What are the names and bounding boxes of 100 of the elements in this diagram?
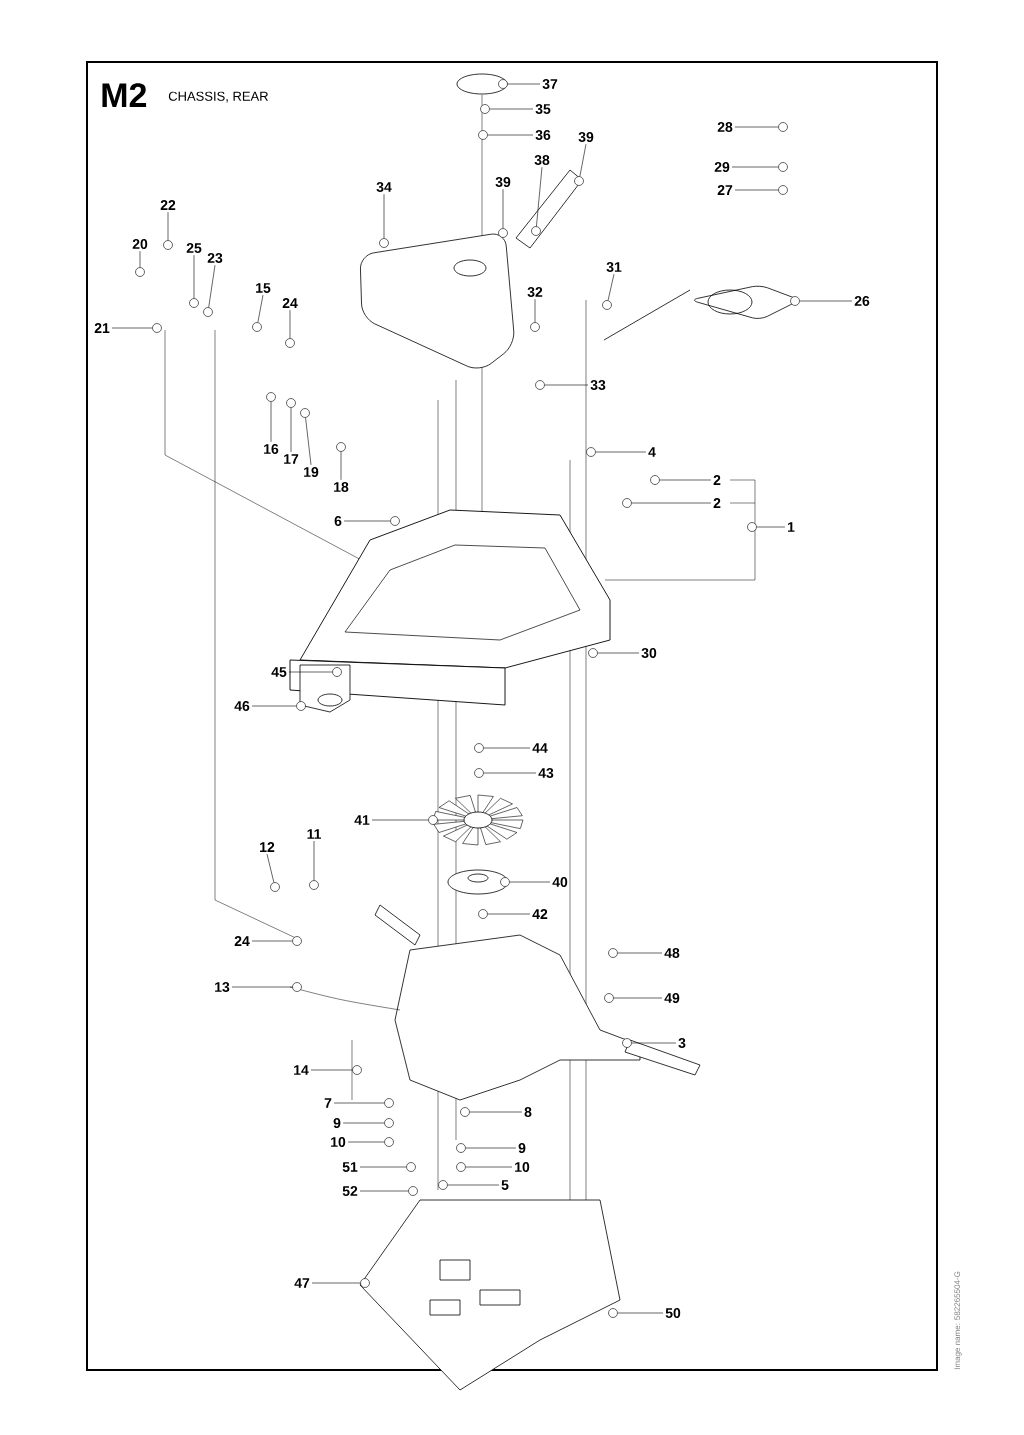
leader-line xyxy=(617,1312,664,1314)
callout-number: 48 xyxy=(664,948,680,958)
washer-part xyxy=(384,1137,394,1147)
callout-number: 26 xyxy=(854,296,870,306)
leader-line xyxy=(310,1069,353,1071)
washer-part xyxy=(406,1162,416,1172)
callout-number: 43 xyxy=(538,768,554,778)
washer-part xyxy=(588,648,598,658)
washer-part xyxy=(474,768,484,778)
leader-line xyxy=(507,83,541,85)
callout-number: 31 xyxy=(606,262,622,272)
leader-line xyxy=(111,327,153,329)
leader-line xyxy=(579,143,587,177)
leader-line xyxy=(342,1122,385,1124)
callout-number: 25 xyxy=(186,243,202,253)
leader-line xyxy=(595,451,647,453)
washer-part xyxy=(203,307,213,317)
leader-line xyxy=(447,1184,500,1186)
leader-line xyxy=(343,520,391,522)
washer-part xyxy=(292,936,302,946)
washer-part xyxy=(778,162,788,172)
callout-number: 37 xyxy=(542,79,558,89)
washer-part xyxy=(460,1107,470,1117)
image-name: Image name: 582265504-G xyxy=(954,1271,962,1370)
leader-line xyxy=(731,166,779,168)
leader-line xyxy=(231,986,293,988)
callout-number: 10 xyxy=(515,1162,530,1172)
leader-line xyxy=(340,451,342,481)
leader-line xyxy=(359,1166,407,1168)
callout-number: 3 xyxy=(678,1038,686,1048)
callout-number: 11 xyxy=(307,829,321,839)
leader-line xyxy=(631,502,712,504)
callout-number: 12 xyxy=(260,842,275,852)
washer-part xyxy=(286,398,296,408)
callout-number: 6 xyxy=(334,516,342,526)
washer-part xyxy=(602,300,612,310)
leader-line xyxy=(534,298,536,323)
washer-part xyxy=(574,176,584,186)
leader-line xyxy=(290,407,292,453)
leader-line xyxy=(371,819,429,821)
leader-line xyxy=(483,772,537,774)
callout-number: 50 xyxy=(665,1308,681,1318)
callout-number: 21 xyxy=(94,323,110,333)
leader-line xyxy=(544,384,589,386)
washer-part xyxy=(586,447,596,457)
leader-line xyxy=(509,881,551,883)
washer-part xyxy=(622,498,632,508)
washer-part xyxy=(535,380,545,390)
callout-number: 13 xyxy=(215,982,230,992)
leader-line xyxy=(251,940,293,942)
washer-part xyxy=(531,226,541,236)
washer-part xyxy=(498,228,508,238)
washer-part xyxy=(152,323,162,333)
leader-line xyxy=(631,1042,677,1044)
washer-part xyxy=(309,880,319,890)
washer-part xyxy=(790,296,800,306)
leader-line xyxy=(465,1166,513,1168)
washer-part xyxy=(438,1180,448,1190)
callout-number: 47 xyxy=(294,1278,310,1288)
leader-line xyxy=(167,211,169,241)
washer-part xyxy=(300,408,310,418)
washer-part xyxy=(384,1118,394,1128)
leader-line xyxy=(617,952,663,954)
leader-line xyxy=(613,997,663,999)
leader-line xyxy=(288,671,333,673)
callout-number: 19 xyxy=(304,467,319,477)
leader-line xyxy=(502,188,504,229)
washer-part xyxy=(478,909,488,919)
leader-line xyxy=(536,166,543,227)
leader-line xyxy=(659,479,712,481)
leader-line xyxy=(734,189,779,191)
leader-line xyxy=(597,652,640,654)
washer-part xyxy=(163,240,173,250)
washer-part xyxy=(292,982,302,992)
washer-part xyxy=(189,298,199,308)
callout-number: 4 xyxy=(648,447,656,457)
callout-number: 41 xyxy=(354,815,370,825)
callout-number: 15 xyxy=(256,283,271,293)
washer-part xyxy=(270,882,280,892)
washer-part xyxy=(530,322,540,332)
callout-number: 42 xyxy=(532,909,548,919)
callout-number: 52 xyxy=(342,1186,358,1196)
callout-number: 20 xyxy=(132,239,148,249)
leader-line xyxy=(305,417,312,466)
leader-line xyxy=(311,1282,361,1284)
leader-line xyxy=(489,108,534,110)
washer-part xyxy=(500,877,510,887)
callout-number: 8 xyxy=(524,1107,532,1117)
callout-number: 18 xyxy=(334,482,349,492)
washer-part xyxy=(252,322,262,332)
washer-part xyxy=(622,1038,632,1048)
washer-part xyxy=(266,392,276,402)
leader-line xyxy=(469,1111,523,1113)
washer-part xyxy=(474,743,484,753)
callout-number: 45 xyxy=(271,667,287,677)
callout-number: 22 xyxy=(160,200,176,210)
callout-number: 39 xyxy=(578,132,594,142)
callout-number: 36 xyxy=(535,130,551,140)
callout-number: 24 xyxy=(282,298,298,308)
washer-part xyxy=(428,815,438,825)
